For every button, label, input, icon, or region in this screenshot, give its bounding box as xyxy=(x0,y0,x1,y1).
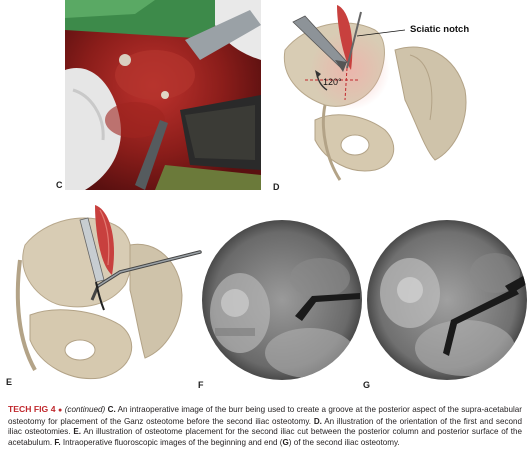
caption-part-letter: F. xyxy=(54,437,61,447)
panel-g-fluoroscopy-end: G xyxy=(363,218,530,390)
panel-letter: C xyxy=(56,180,63,190)
panel-f-fluoroscopy-beginning: F xyxy=(198,218,365,390)
fluoroscopy-image-g xyxy=(367,220,527,380)
panel-letter: F xyxy=(198,380,204,390)
caption-part-text: Intraoperative fluoroscopic images of th… xyxy=(60,437,283,447)
surgical-photo-illustration xyxy=(65,0,261,190)
caption-part-letter: G xyxy=(282,437,289,447)
angle-label: 120° xyxy=(323,77,342,87)
figure-label: TECH FIG 4 xyxy=(8,404,56,414)
caption-part-letter: D. xyxy=(313,416,322,426)
caption-bullet: ● xyxy=(57,407,63,414)
pelvis-illustration xyxy=(283,5,467,181)
pelvis-osteotome-illustration xyxy=(15,205,202,380)
panel-e-osteotome-placement: E xyxy=(0,200,210,390)
caption-part-letter: E. xyxy=(73,427,82,437)
panel-d-osteotomy-illustration: Sciatic notch 120° D xyxy=(265,0,530,195)
caption-part-text: An illustration of the orientation of th… xyxy=(8,416,522,437)
panel-letter: D xyxy=(273,182,280,192)
caption-part-letter: C. xyxy=(107,405,116,414)
sciatic-notch-label: Sciatic notch xyxy=(410,24,470,35)
fluoroscopy-image-f xyxy=(202,220,362,380)
panel-letter: E xyxy=(6,377,13,387)
caption-part-text: An illustration of osteotome placement f… xyxy=(8,427,522,447)
panel-c-surgical-photo: C xyxy=(56,0,261,190)
caption-part-text: An intraoperative image of the burr bein… xyxy=(8,405,522,426)
caption-part-text: ) of the second iliac osteotomy. xyxy=(288,437,400,447)
continued-label: (continued) xyxy=(64,405,106,414)
panel-letter: G xyxy=(363,380,371,390)
figure-caption: TECH FIG 4 ● (continued) C. An intraoper… xyxy=(8,404,522,448)
